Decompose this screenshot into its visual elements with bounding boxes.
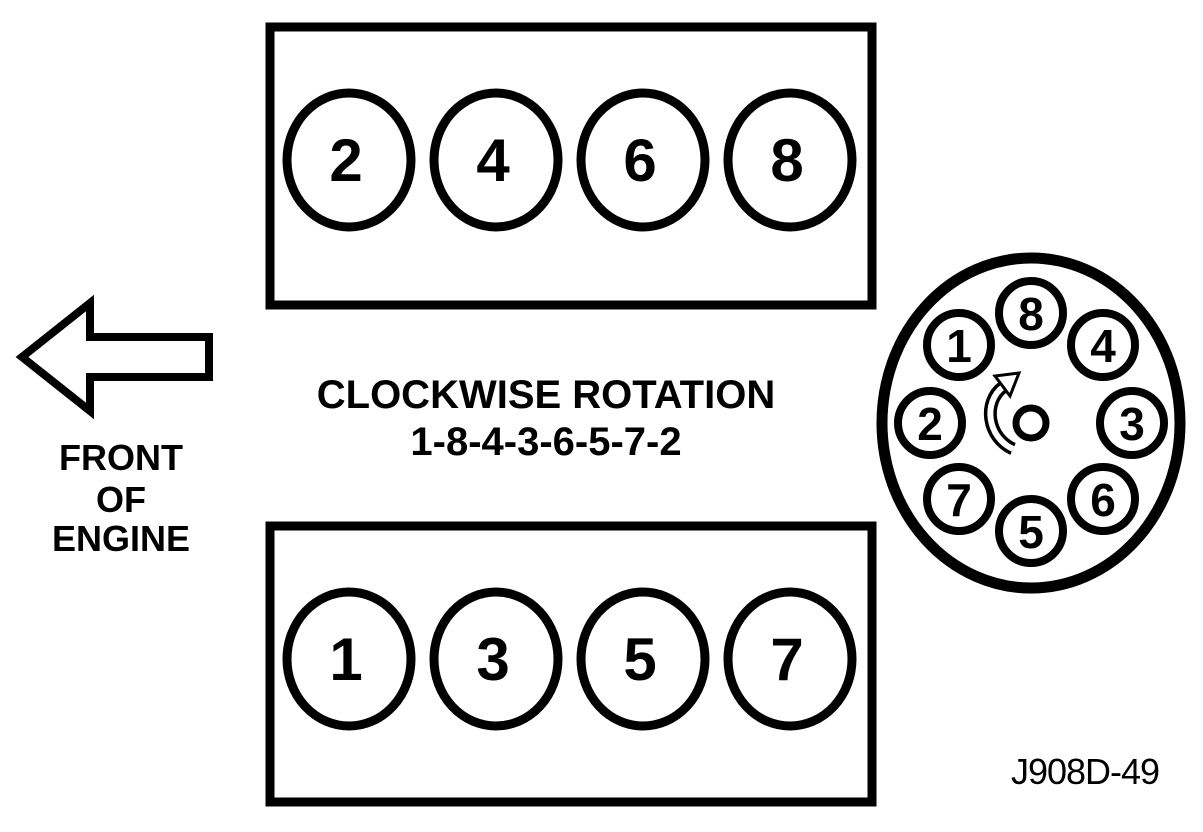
front-label-line3: ENGINE (52, 518, 190, 559)
tower-circle (1067, 463, 1139, 535)
cylinder-2: 2 (282, 88, 416, 232)
tower-circle (923, 463, 995, 535)
tower-number: 4 (1090, 320, 1116, 372)
cylinder-number: 1 (329, 626, 362, 693)
cylinder-circle (723, 88, 857, 232)
tower-number: 2 (917, 398, 943, 450)
cylinder-8: 8 (723, 88, 857, 232)
firing-order-text: 1-8-4-3-6-5-7-2 (410, 420, 681, 464)
bottom-cylinder-bank: 1 3 5 7 (265, 521, 877, 807)
clockwise-rotation-arrow-icon (983, 371, 1022, 455)
tower-circle (894, 387, 966, 459)
cylinder-number: 2 (329, 127, 362, 194)
cylinder-circle (282, 587, 416, 731)
front-label-line1: FRONT (59, 437, 183, 478)
rotation-note: CLOCKWISE ROTATION 1-8-4-3-6-5-7-2 (317, 373, 775, 464)
cylinder-number: 4 (476, 127, 510, 194)
tower-number: 5 (1018, 506, 1044, 558)
tower-number: 1 (946, 320, 972, 372)
distributor-tower-6: 6 (1067, 463, 1139, 535)
cylinder-circle (429, 587, 563, 731)
cylinder-circle (429, 88, 563, 232)
distributor-tower-7: 7 (923, 463, 995, 535)
cylinder-7: 7 (723, 587, 857, 731)
tower-number: 8 (1018, 288, 1044, 340)
tower-circle (1067, 309, 1139, 381)
distributor-cap: 8 4 3 6 5 7 2 (876, 252, 1186, 594)
cylinder-number: 5 (623, 626, 656, 693)
cylinder-number: 6 (623, 127, 656, 194)
rotation-arrowhead (992, 371, 1022, 400)
cylinder-circle (282, 88, 416, 232)
distributor-tower-5: 5 (995, 495, 1067, 567)
cylinder-number: 3 (476, 626, 509, 693)
cylinder-circle (576, 587, 710, 731)
tower-number: 7 (946, 474, 972, 526)
rotation-arrow-inner (987, 384, 1015, 452)
tower-number: 6 (1090, 474, 1116, 526)
cylinder-4: 4 (429, 88, 563, 232)
tower-circle (995, 277, 1067, 349)
distributor-tower-4: 4 (1067, 309, 1139, 381)
tower-circle (995, 495, 1067, 567)
cylinder-5: 5 (576, 587, 710, 731)
distributor-center-hole (1012, 404, 1050, 442)
cylinder-number: 7 (770, 626, 803, 693)
rotation-note-title: CLOCKWISE ROTATION (317, 373, 775, 417)
figure-id: J908D-49 (1011, 751, 1159, 792)
cylinder-circle (576, 88, 710, 232)
top-cylinder-bank: 2 4 6 8 (265, 22, 877, 310)
left-arrow-icon (15, 294, 213, 420)
cylinder-3: 3 (429, 587, 563, 731)
front-label-line2: OF (96, 479, 146, 520)
tower-number: 3 (1119, 398, 1145, 450)
cylinder-6: 6 (576, 88, 710, 232)
tower-circle (923, 309, 995, 381)
cylinder-circle (723, 587, 857, 731)
front-of-engine: FRONT OF ENGINE (15, 294, 213, 559)
distributor-tower-1: 1 (923, 309, 995, 381)
distributor-tower-2: 2 (894, 387, 966, 459)
cylinder-number: 8 (770, 127, 803, 194)
distributor-tower-8: 8 (995, 277, 1067, 349)
tower-circle (1096, 387, 1168, 459)
distributor-tower-3: 3 (1096, 387, 1168, 459)
cylinder-1: 1 (282, 587, 416, 731)
